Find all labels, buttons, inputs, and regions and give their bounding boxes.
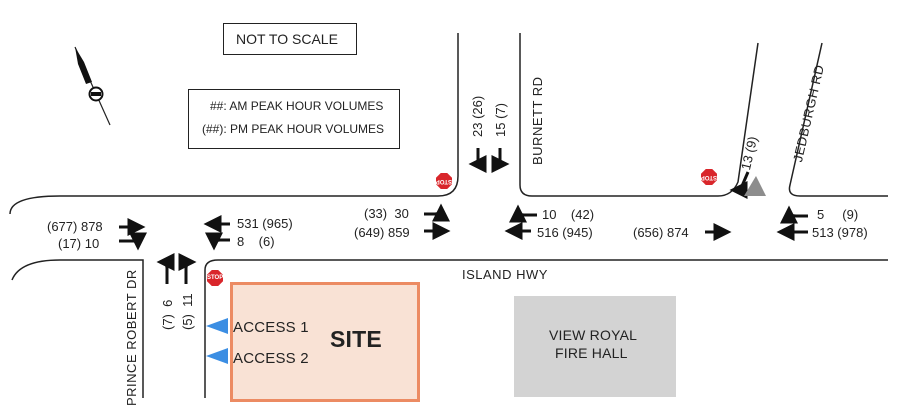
arrow-pr-right-icon bbox=[178, 253, 197, 284]
fire-hall-label-line2: FIRE HALL bbox=[555, 345, 628, 361]
access-2-label: ACCESS 2 bbox=[233, 350, 309, 367]
road-edge-north-west bbox=[9, 33, 459, 215]
not-to-scale-box: NOT TO SCALE bbox=[223, 23, 357, 55]
arrow-burnett-eb-left-icon bbox=[424, 203, 450, 222]
vol-burnett-wb-through: 516 (945) bbox=[537, 225, 593, 240]
legend-pm-label: (##): PM PEAK HOUR VOLUMES bbox=[202, 122, 385, 136]
arrow-west-eb-right-icon bbox=[119, 232, 147, 251]
vol-east-eb-through: (656) 874 bbox=[633, 225, 689, 240]
road-edge-south bbox=[204, 259, 888, 398]
median-island-icon bbox=[744, 176, 766, 196]
vol-west-eb-right: (17) 10 bbox=[58, 236, 100, 251]
prince-robert-label: PRINCE ROBERT DR bbox=[124, 269, 139, 406]
vol-west-eb-through: (677) 878 bbox=[47, 219, 103, 234]
vol-west-wb-left: 8 (6) bbox=[237, 234, 275, 249]
access-1-label: ACCESS 1 bbox=[233, 319, 309, 336]
arrow-pr-left-icon bbox=[156, 253, 175, 284]
vol-pr-left: (7) 6 bbox=[160, 299, 175, 330]
arrow-burnett-wb-right-icon bbox=[509, 204, 537, 223]
legend-box: ##: AM PEAK HOUR VOLUMES (##): PM PEAK H… bbox=[188, 89, 400, 149]
island-hwy-label: ISLAND HWY bbox=[462, 267, 548, 282]
arrow-burnett-sb-left-icon bbox=[468, 148, 487, 173]
vol-burnett-sb-right: 15 (7) bbox=[493, 103, 508, 137]
site-parcel bbox=[230, 282, 420, 402]
vol-pr-right: (5) 11 bbox=[180, 293, 195, 330]
legend-am-label: ##: AM PEAK HOUR VOLUMES bbox=[210, 99, 384, 113]
road-edge-prince-robert-west bbox=[11, 259, 144, 398]
access-2-marker-icon bbox=[206, 348, 228, 364]
stop-sign-icon: STOP bbox=[207, 270, 223, 286]
arrow-jed-wb-right-icon bbox=[780, 205, 808, 224]
access-1-marker-icon bbox=[206, 318, 228, 334]
arrow-west-wb-left-icon bbox=[205, 232, 230, 251]
vol-jed-wb-through: 513 (978) bbox=[812, 225, 868, 240]
not-to-scale-label: NOT TO SCALE bbox=[236, 31, 338, 47]
road-edge-burnett-east bbox=[519, 33, 759, 197]
vol-burnett-eb-left: (33) 30 bbox=[364, 206, 409, 221]
vol-burnett-eb-through: (649) 859 bbox=[354, 225, 410, 240]
fire-hall-label-line1: VIEW ROYAL bbox=[549, 327, 638, 343]
fire-hall-parcel bbox=[514, 296, 676, 397]
north-arrow-icon bbox=[74, 46, 111, 126]
vol-burnett-sb-left: 23 (26) bbox=[470, 95, 485, 137]
stop-sign-icon: STOP bbox=[701, 169, 717, 185]
vol-burnett-wb-right: 10 (42) bbox=[542, 207, 595, 222]
road-edge-jedburgh bbox=[788, 42, 888, 197]
site-label: SITE bbox=[330, 326, 382, 352]
vol-west-wb-through: 531 (965) bbox=[237, 216, 293, 231]
arrow-east-sb-icon bbox=[729, 171, 750, 199]
arrow-burnett-sb-right-icon bbox=[491, 148, 510, 173]
burnett-label: BURNETT RD bbox=[530, 76, 545, 165]
vol-jed-wb-right: 5 (9) bbox=[817, 207, 859, 222]
